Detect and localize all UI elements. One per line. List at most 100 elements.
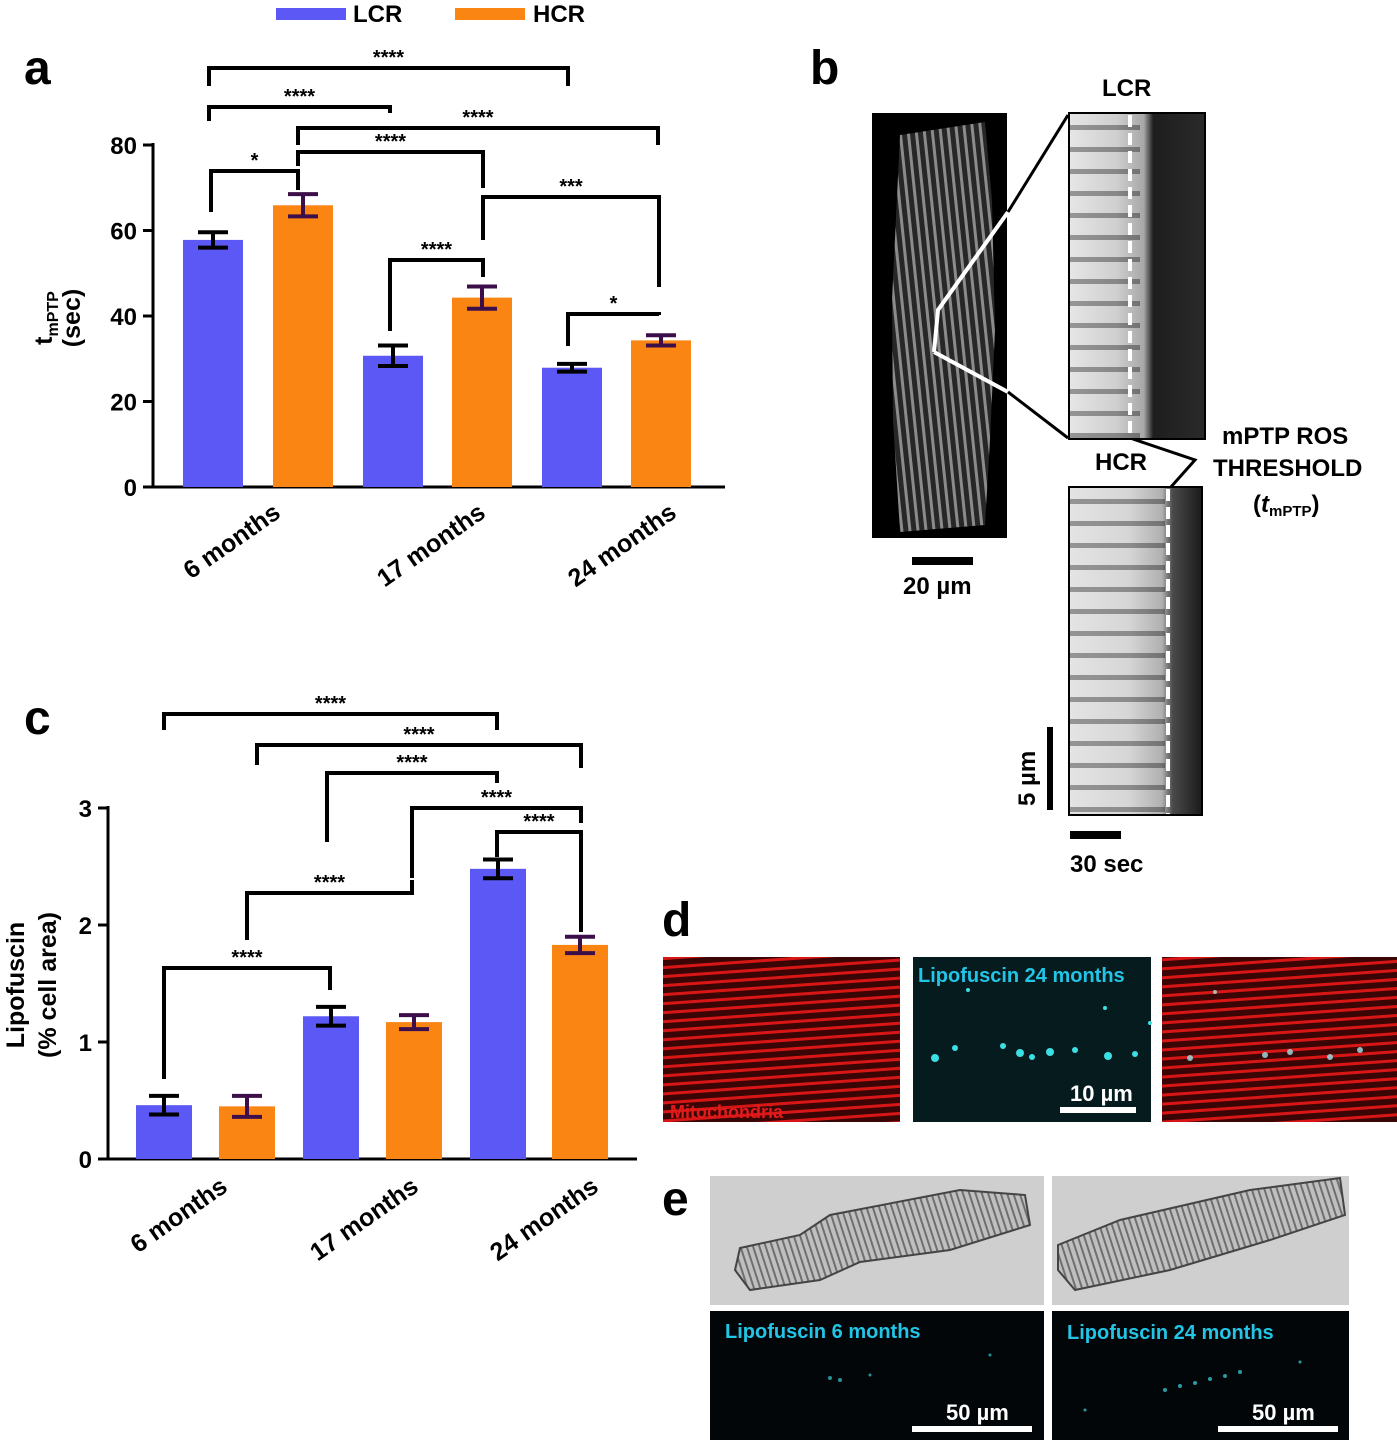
chart-c-sig-label: ****: [231, 947, 262, 969]
chart-c-sig-bracket: [410, 806, 583, 878]
threshold-line1: mPTP ROS: [1222, 423, 1348, 450]
scalebar-e2-label: 50 µm: [1252, 1400, 1315, 1425]
legend: LCR HCR: [276, 1, 585, 28]
chart-a-ytick-label: 20: [110, 390, 137, 417]
lcr-kymo-label: LCR: [1102, 75, 1151, 102]
lipofuscin-image-d: [913, 957, 1151, 1122]
lipofuscin-dots-6mo: [828, 1353, 992, 1382]
lipofuscin-dots-d: [931, 988, 1152, 1062]
merged-dots: [1187, 990, 1363, 1061]
chart-c-ytick-label: 1: [79, 1030, 92, 1057]
chart-c-significance: ****************************: [162, 693, 583, 1079]
scalebar-d-label: 10 µm: [1070, 1081, 1133, 1106]
chart-c: 0 1 2 3 6 months 17 months 24 months **** **** *…: [2, 693, 637, 1267]
chart-a-ylabel-sub: mPTP: [45, 291, 62, 337]
chart-c-ytick-label: 3: [79, 796, 92, 823]
chart-a-ylabel-t: t: [30, 336, 58, 345]
hcr-kymograph-bands: [1070, 488, 1165, 814]
chart-c-category-label: 6 months: [125, 1172, 232, 1259]
chart-a-sig-label: *: [610, 293, 618, 315]
threshold-line3: (tmPTP): [1253, 491, 1320, 520]
chart-a-sig-label: ****: [373, 47, 404, 69]
scalebar-cell-label: 20 µm: [903, 573, 972, 600]
chart-a-sig-bracket: [296, 150, 485, 188]
chart-c-sig-bracket: [255, 743, 583, 768]
chart-c-bar-lcr: [303, 1016, 359, 1159]
chart-a-sig-label: ****: [375, 131, 406, 153]
chart-a-sig-bracket: [207, 105, 392, 121]
chart-a-ylabel-unit: (sec): [58, 289, 86, 347]
lcr-kymograph-bands: [1070, 114, 1140, 438]
chart-a-sig-bracket: [388, 258, 485, 331]
panel-e: Lipofuscin 6 months Lipofuscin 24 months…: [710, 1176, 1349, 1440]
chart-a-category-label: 24 months: [563, 498, 681, 593]
chart-a-bar-lcr: [183, 239, 243, 487]
chart-a-bars: [183, 192, 691, 487]
chart-c-sig-bracket: [162, 712, 499, 730]
legend-swatch-hcr: [455, 8, 525, 20]
chart-a-category-label: 6 months: [178, 498, 285, 585]
chart-a-sig-bracket: [207, 66, 570, 86]
chart-c-bars: [136, 857, 608, 1159]
cell-24mo: [1057, 1176, 1347, 1292]
zoom-line-lcr-bottom: [1007, 390, 1069, 440]
chart-c-ylabel-unit: (% cell area): [34, 912, 62, 1058]
chart-a-sig-label: *: [251, 150, 259, 172]
threshold-line2: THRESHOLD: [1213, 455, 1362, 482]
threshold-t: t: [1261, 491, 1270, 518]
chart-c-category-label: 17 months: [305, 1172, 423, 1267]
chart-a-ytick-label: 0: [124, 475, 137, 502]
lipofuscin-6mo-label: Lipofuscin 6 months: [725, 1321, 921, 1343]
mitochondria-label: Mitochondria: [670, 1102, 784, 1122]
lipofuscin-24mo-image: [1052, 1311, 1349, 1440]
chart-a-sig-bracket: [481, 195, 661, 287]
chart-a-sig-label: ****: [421, 239, 452, 261]
chart-c-bar-hcr: [386, 1022, 442, 1159]
merged-image: [1162, 957, 1397, 1122]
panel-b: LCR HCR mPTP ROS THRESHOLD (tmPTP) 20 µm…: [872, 75, 1362, 878]
lipofuscin-24mo-label: Lipofuscin 24 months: [1067, 1322, 1274, 1344]
chart-c-ytick-label: 2: [79, 913, 92, 940]
zoom-connector-bottom: [933, 350, 1009, 394]
chart-a-sig-label: ****: [284, 86, 315, 108]
chart-c-sig-bracket: [325, 771, 499, 842]
chart-a-significance: *************************: [207, 47, 661, 346]
panel-label-b: b: [810, 42, 839, 95]
panel-label-c: c: [24, 692, 51, 745]
zoom-line-lcr-top: [1006, 114, 1070, 213]
chart-c-sig-label: ****: [523, 811, 554, 833]
cell-6mo: [733, 1188, 1032, 1292]
chart-c-ylabel: Lipofuscin (% cell area): [2, 912, 62, 1058]
chart-a-ylabel: tmPTP (sec): [30, 289, 86, 347]
chart-c-ylabel-main: Lipofuscin: [2, 922, 30, 1048]
chart-a-bar-hcr: [452, 297, 512, 487]
chart-a-sig-bracket: [566, 312, 661, 346]
chart-c-bar-lcr: [470, 868, 526, 1159]
chart-c-sig-label: ****: [314, 872, 345, 894]
panel-d: Mitochondria Lipofuscin 24 months 10 µm: [663, 957, 1397, 1122]
chart-c-bar-hcr: [552, 944, 608, 1159]
lipofuscin-label-d: Lipofuscin 24 months: [918, 965, 1125, 987]
threshold-sub: mPTP: [1269, 503, 1312, 520]
scalebar-e1-label: 50 µm: [946, 1400, 1009, 1425]
chart-c-ytick-label: 0: [79, 1147, 92, 1174]
chart-a-ytick-label: 80: [110, 133, 137, 160]
panel-label-e: e: [662, 1173, 689, 1226]
svg-text:tmPTP: tmPTP: [30, 291, 62, 345]
chart-c-sig-bracket: [245, 880, 414, 940]
chart-c-sig-label: ****: [315, 693, 346, 715]
chart-a-sig-bracket: [296, 126, 660, 145]
lipofuscin-6mo-image: [710, 1311, 1044, 1440]
panel-label-d: d: [662, 894, 691, 947]
chart-a-bar-hcr: [273, 205, 333, 487]
mitochondria-image: [663, 957, 900, 1122]
zoom-line-hcr: [1129, 436, 1198, 489]
scalebar-time-label: 30 sec: [1070, 851, 1143, 878]
chart-c-category-label: 24 months: [485, 1172, 603, 1267]
chart-c-sig-bracket: [162, 966, 332, 1079]
legend-swatch-lcr: [276, 8, 346, 20]
chart-a-sig-bracket: [209, 169, 300, 212]
chart-a-ytick-label: 40: [110, 304, 137, 331]
